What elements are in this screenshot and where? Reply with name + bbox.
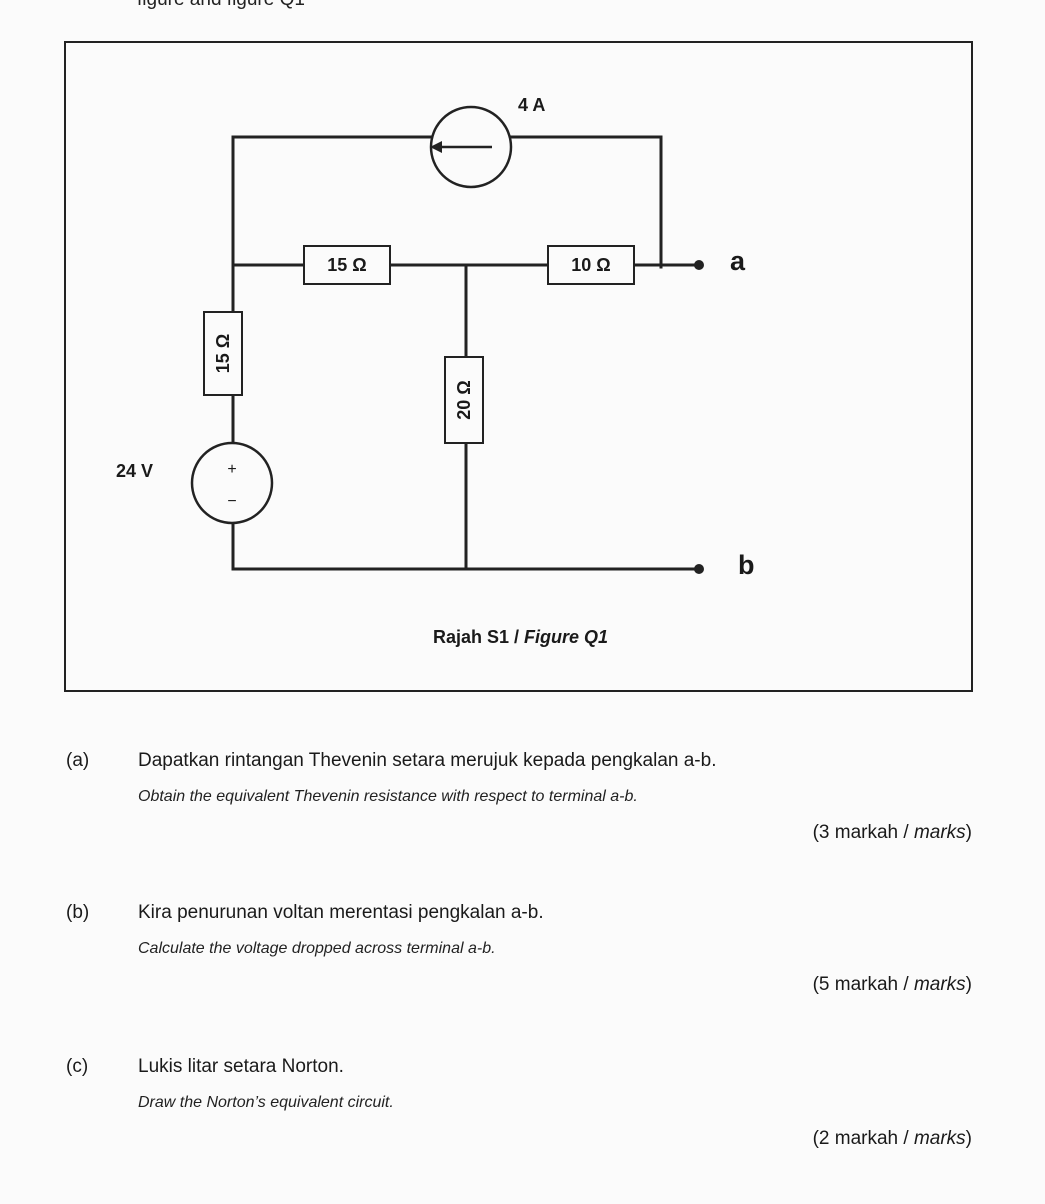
terminal-a-dot (694, 260, 704, 270)
resistor-10-ohm-label: 10 Ω (571, 255, 610, 275)
current-source (429, 105, 513, 189)
question-letter: (a) (66, 750, 90, 771)
marks-english: marks (913, 822, 966, 843)
resistor-15-ohm-left-label: 15 Ω (213, 334, 233, 373)
voltage-source-label: 24 V (116, 461, 153, 481)
figure-caption: Rajah S1 / Figure Q1 (66, 627, 975, 648)
marks-close: ) (965, 1128, 972, 1149)
marks-malay: (3 markah / (812, 822, 914, 843)
voltage-source-minus: − (227, 493, 236, 510)
marks-malay: (2 markah / (812, 1128, 914, 1149)
question-text-english: Calculate the voltage dropped across ter… (138, 940, 496, 957)
question-text-malay: Lukis litar setara Norton. (138, 1056, 344, 1077)
wire-top-right (498, 135, 663, 269)
voltage-source-plus: + (227, 461, 236, 478)
terminal-b-label: b (738, 550, 755, 580)
page-top-fragment: figure and figure Q1 (137, 0, 305, 11)
resistor-15-ohm-top (303, 245, 391, 285)
question-letter: (c) (66, 1056, 89, 1077)
resistor-15-ohm-left (203, 311, 243, 396)
figure-q1-frame: 4 A 15 Ω 10 Ω 15 Ω 20 Ω + − 24 V a b Raj… (64, 41, 973, 692)
question-letter: (b) (66, 902, 90, 923)
marks-english: marks (913, 974, 966, 995)
wire-top-left (231, 135, 444, 269)
question-text-english: Obtain the equivalent Thevenin resistanc… (138, 788, 638, 805)
current-source-label: 4 A (518, 95, 545, 115)
circuit-diagram: 4 A 15 Ω 10 Ω 15 Ω 20 Ω + − 24 V a b (116, 95, 755, 580)
terminal-a-label: a (730, 246, 746, 276)
question-text-malay: Dapatkan rintangan Thevenin setara meruj… (138, 750, 717, 771)
marks-close: ) (965, 974, 972, 995)
marks-close: ) (965, 822, 972, 843)
resistor-20-ohm (444, 356, 484, 444)
voltage-source (190, 441, 274, 525)
terminal-b-dot (694, 564, 704, 574)
resistor-10-ohm (547, 245, 635, 285)
caption-malay: Rajah S1 / (432, 627, 525, 647)
marks-english: marks (913, 1128, 966, 1149)
marks-malay: (5 markah / (812, 974, 914, 995)
question-marks: (3 markah / marks) (813, 822, 972, 844)
question-text-english: Draw the Norton’s equivalent circuit. (138, 1094, 394, 1111)
question-marks: (5 markah / marks) (813, 974, 972, 996)
caption-english: Figure Q1 (524, 627, 609, 647)
question-text-malay: Kira penurunan voltan merentasi pengkala… (138, 902, 544, 923)
resistor-20-ohm-label: 20 Ω (454, 380, 474, 419)
question-marks: (2 markah / marks) (813, 1128, 972, 1150)
resistor-15-ohm-top-label: 15 Ω (327, 255, 366, 275)
